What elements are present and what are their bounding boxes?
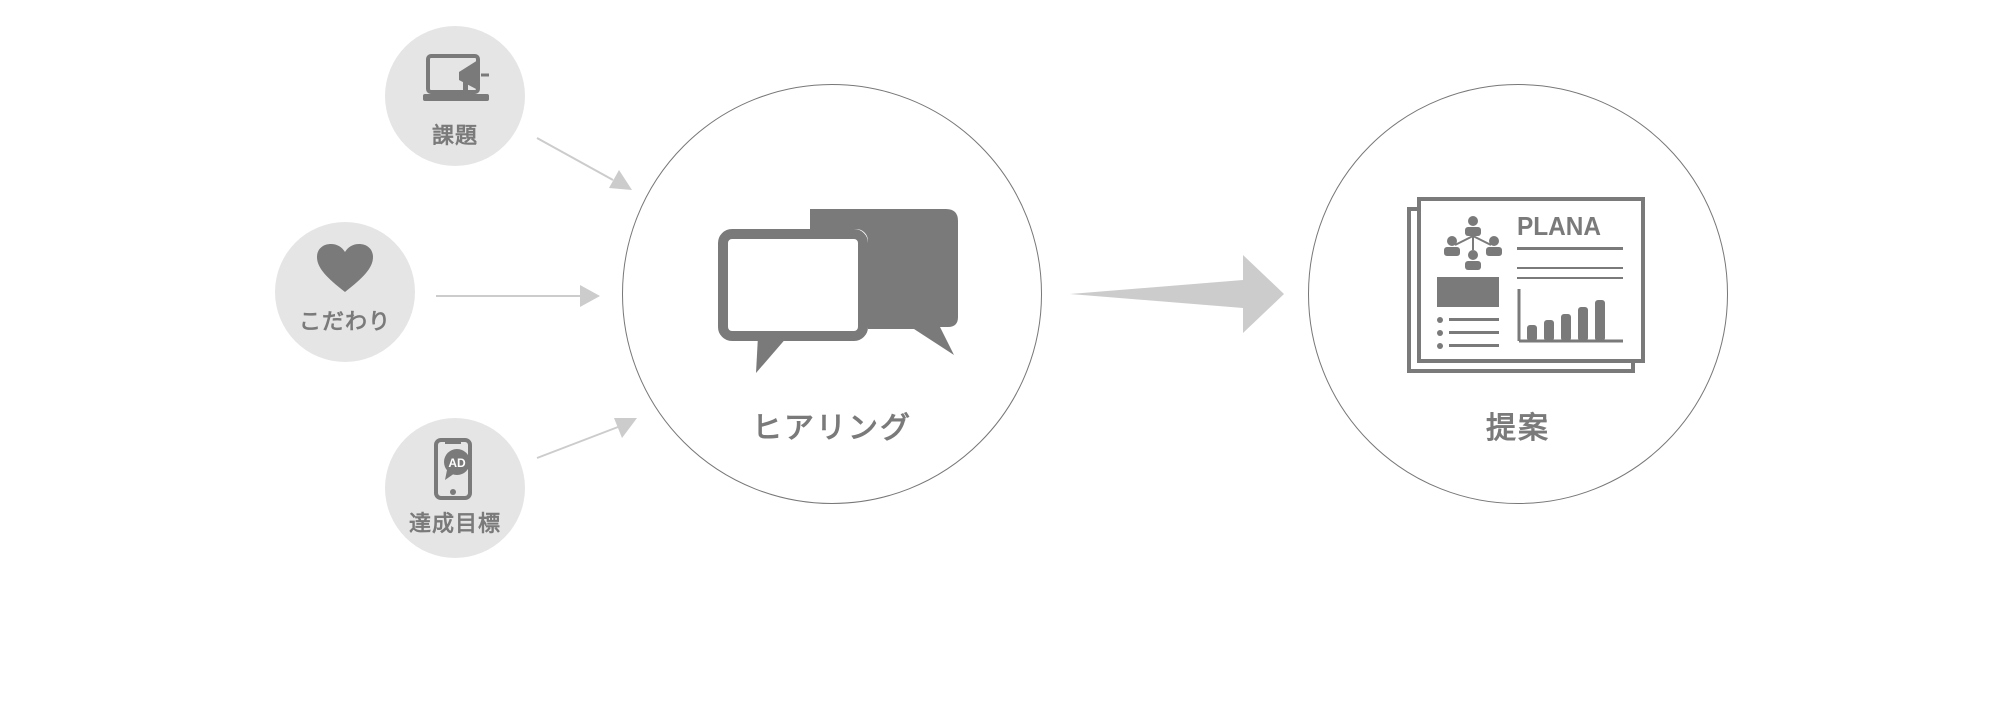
arrowhead-issue xyxy=(609,170,632,190)
hearing-circle: ヒアリング xyxy=(622,84,1042,504)
svg-text:AD: AD xyxy=(448,456,466,470)
hearing-label: ヒアリング xyxy=(752,411,912,446)
proposal-label: 提案 xyxy=(1486,411,1550,446)
arrow-issue-to-hearing xyxy=(536,137,614,181)
proposal-circle: PLANA 提案 xyxy=(1308,84,1728,504)
arrowhead-goal xyxy=(614,418,637,438)
input-goal: AD 達成目標 xyxy=(385,418,525,558)
plan-document-icon: PLANA xyxy=(1407,197,1645,373)
arrow-goal-to-hearing xyxy=(536,426,619,459)
input-issue-label: 課題 xyxy=(431,124,478,149)
big-arrow-hearing-to-proposal xyxy=(1070,255,1284,333)
arrowhead-preference xyxy=(580,285,600,307)
laptop-megaphone-icon xyxy=(423,54,489,101)
heart-icon xyxy=(317,244,373,292)
smartphone-ad-icon: AD xyxy=(434,438,472,500)
plan-title: PLANA xyxy=(1517,211,1601,241)
input-preference: こだわり xyxy=(275,222,415,362)
input-issue: 課題 xyxy=(385,26,525,166)
input-preference-label: こだわり xyxy=(298,310,391,335)
input-goal-label: 達成目標 xyxy=(408,512,501,537)
speech-bubbles-icon xyxy=(718,209,958,373)
